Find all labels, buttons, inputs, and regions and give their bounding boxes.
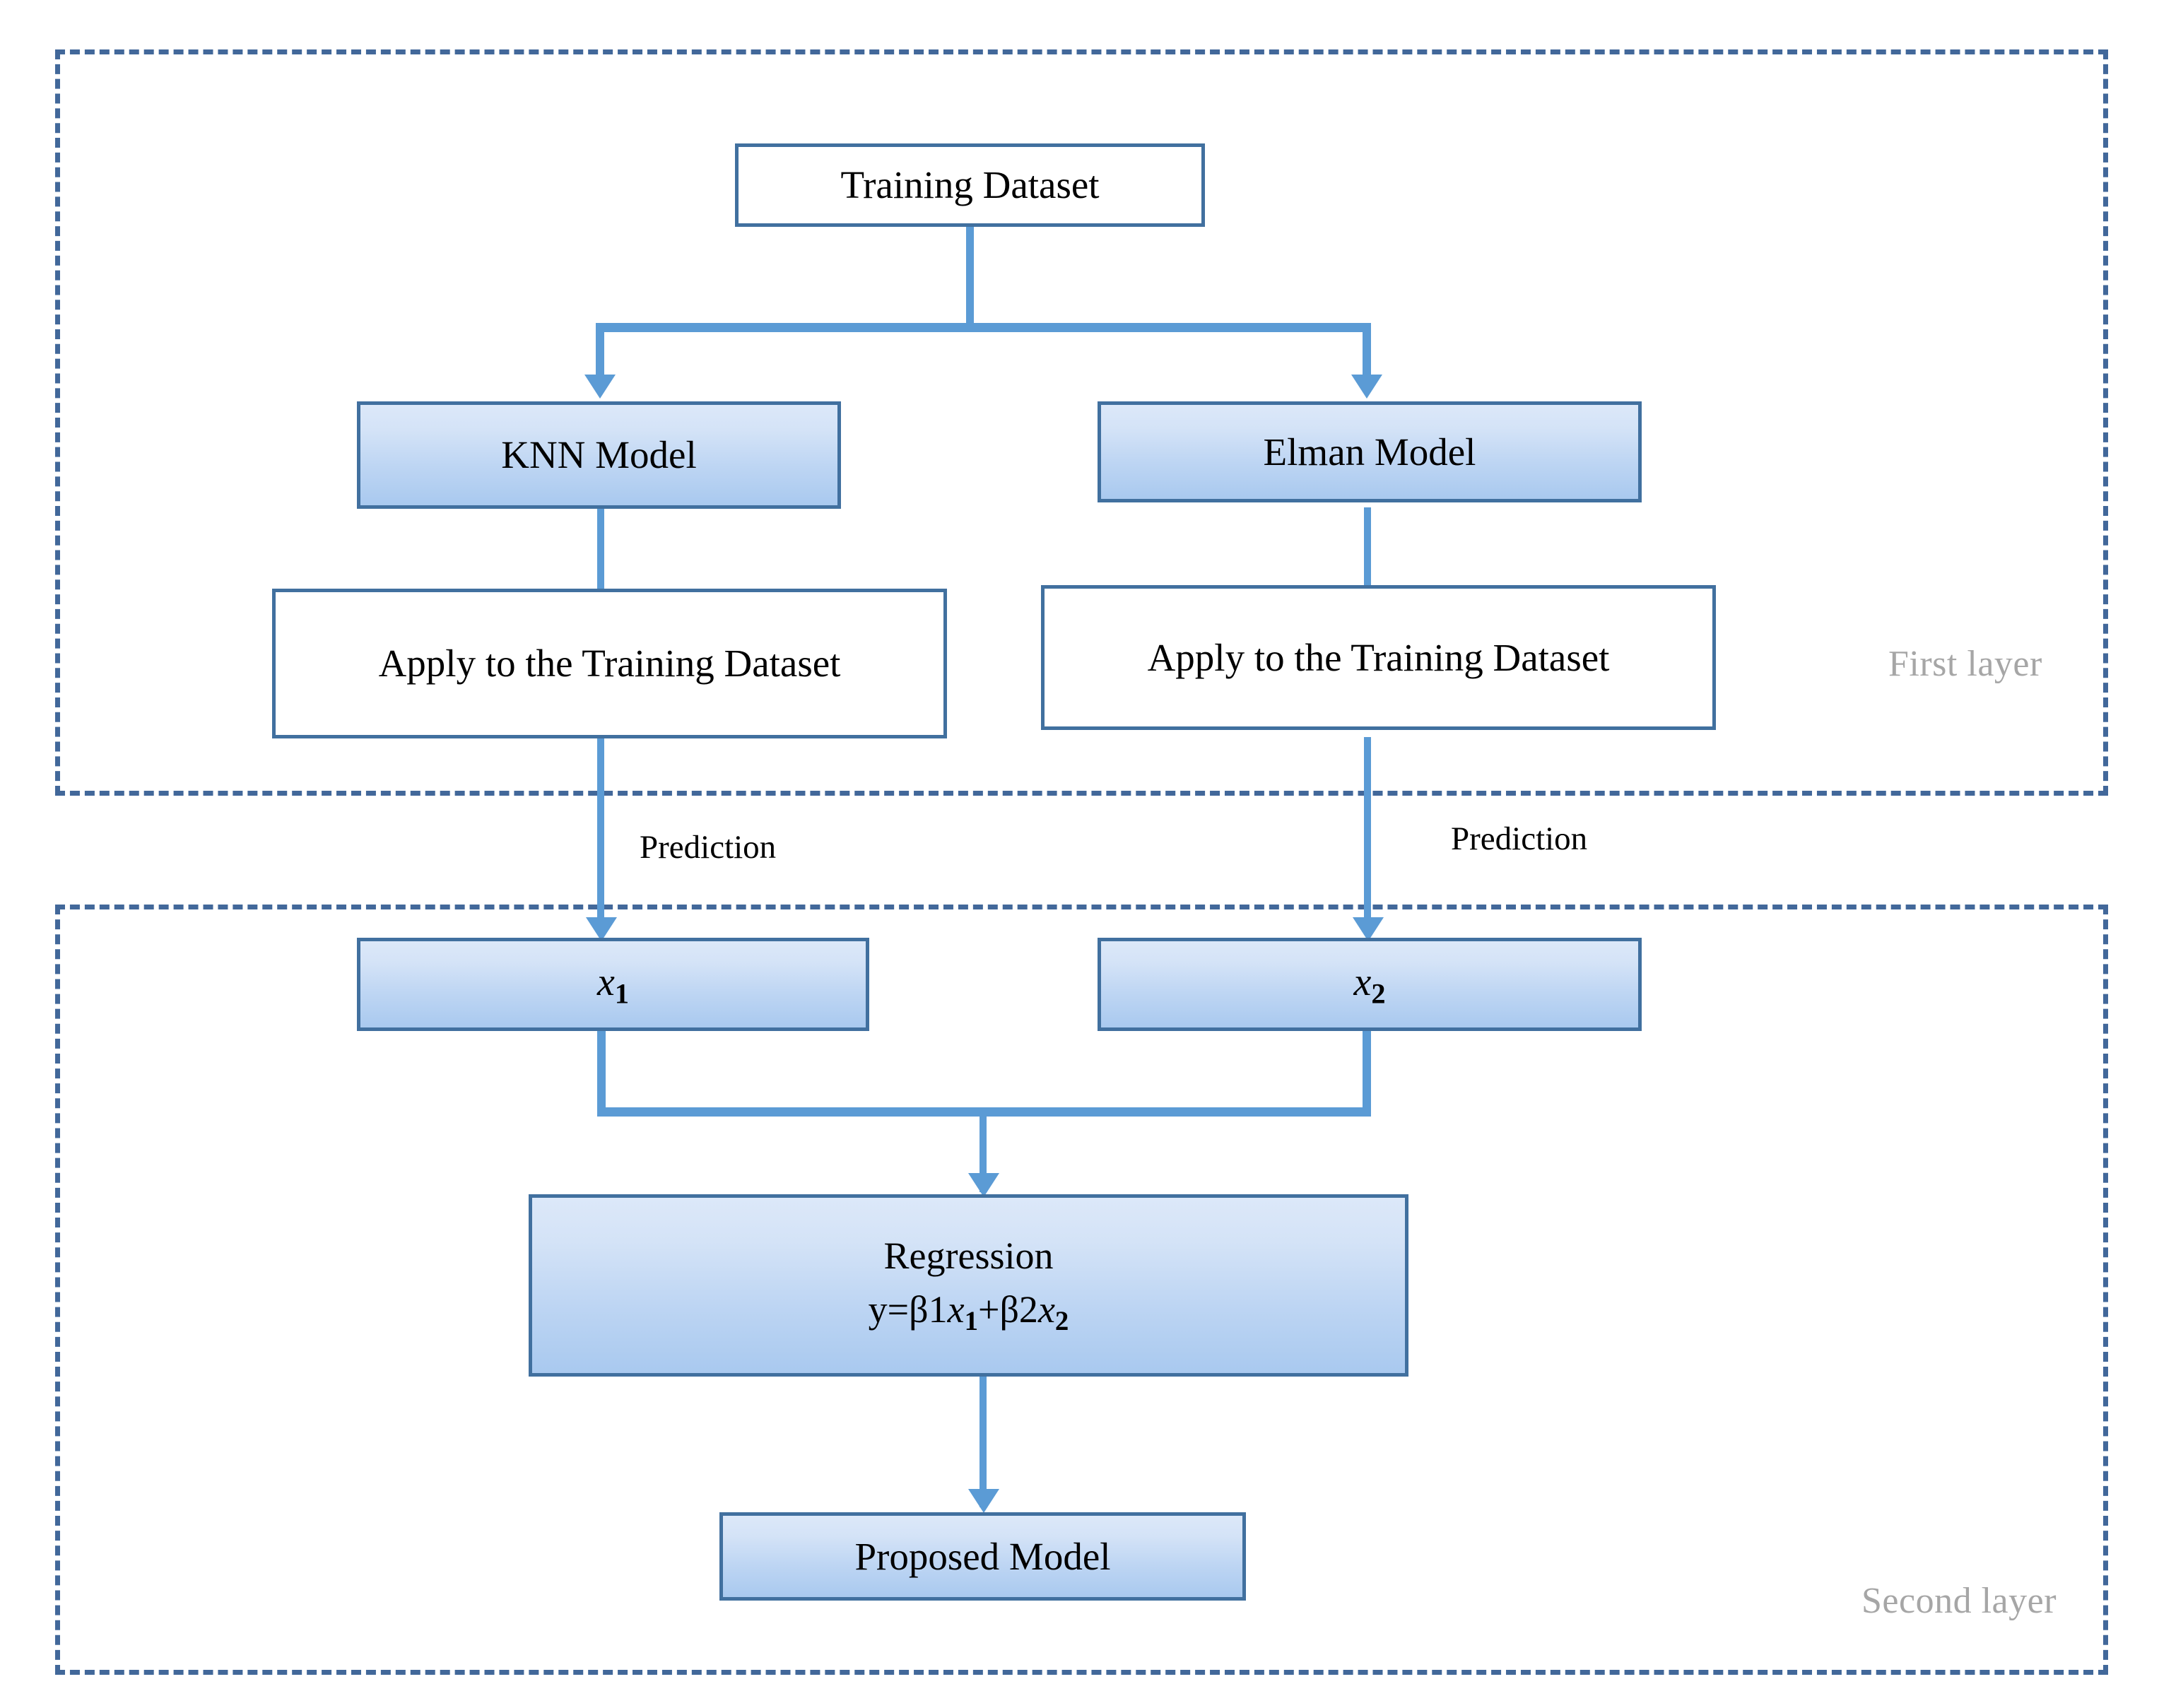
connector-knn-to-apply-left (597, 507, 604, 592)
formula-mid: +β2 (978, 1288, 1038, 1331)
formula-var-1: x (947, 1288, 965, 1331)
node-x1-variable: x (596, 960, 615, 1004)
second-layer-container (55, 905, 2108, 1675)
connector-elman-to-apply-right (1364, 507, 1371, 592)
connector-x2-down (1363, 1030, 1371, 1115)
node-apply-left[interactable]: Apply to the Training Dataset (272, 589, 947, 738)
node-training-dataset-label: Training Dataset (840, 163, 1100, 207)
connector-regression-to-proposed (980, 1377, 987, 1507)
edge-label-prediction-right: Prediction (1451, 820, 1588, 857)
connector-x1-down (597, 1030, 606, 1115)
node-knn-model[interactable]: KNN Model (357, 401, 841, 509)
formula-sub-1: 1 (964, 1305, 978, 1336)
arrow-head-to-regression (968, 1173, 999, 1197)
node-elman-model-label: Elman Model (1263, 430, 1476, 473)
node-knn-model-label: KNN Model (501, 433, 697, 477)
node-x1-subscript: 1 (614, 977, 629, 1010)
node-x2[interactable]: x2 (1098, 938, 1642, 1031)
node-regression-title: Regression (883, 1234, 1054, 1277)
arrow-head-to-x1 (586, 917, 617, 941)
node-x2-variable: x (1353, 960, 1372, 1004)
node-regression-formula: y=β1x1+β2x2 (869, 1287, 1069, 1338)
node-x1[interactable]: x1 (357, 938, 869, 1031)
connector-apply-right-to-x2 (1364, 737, 1371, 935)
formula-prefix: y=β1 (868, 1288, 948, 1331)
node-apply-right[interactable]: Apply to the Training Dataset (1041, 585, 1716, 730)
edge-label-prediction-left: Prediction (640, 829, 777, 866)
arrow-head-to-knn (584, 375, 616, 399)
connector-merge-to-regression (980, 1107, 987, 1192)
node-apply-left-label: Apply to the Training Dataset (378, 642, 841, 685)
node-proposed-model[interactable]: Proposed Model (719, 1512, 1246, 1601)
first-layer-container (55, 49, 2108, 796)
connector-training-to-split-vertical (966, 226, 974, 329)
arrow-head-to-proposed-model (968, 1489, 999, 1513)
arrow-head-to-elman (1351, 375, 1382, 399)
first-layer-label: First layer (1888, 644, 2042, 684)
formula-var-2: x (1037, 1288, 1055, 1331)
node-x2-subscript: 2 (1371, 977, 1386, 1010)
node-x2-label: x2 (1353, 958, 1385, 1011)
second-layer-label: Second layer (1861, 1581, 2057, 1621)
formula-sub-2: 2 (1054, 1305, 1069, 1336)
connector-apply-left-to-x1 (597, 737, 604, 935)
node-elman-model[interactable]: Elman Model (1098, 401, 1642, 502)
connector-split-horizontal (596, 323, 1371, 332)
node-proposed-model-label: Proposed Model (854, 1534, 1111, 1578)
node-regression[interactable]: Regression y=β1x1+β2x2 (529, 1194, 1408, 1377)
node-apply-right-label: Apply to the Training Dataset (1147, 635, 1610, 679)
node-x1-label: x1 (597, 958, 629, 1011)
node-training-dataset[interactable]: Training Dataset (735, 143, 1205, 227)
arrow-head-to-x2 (1353, 917, 1384, 941)
